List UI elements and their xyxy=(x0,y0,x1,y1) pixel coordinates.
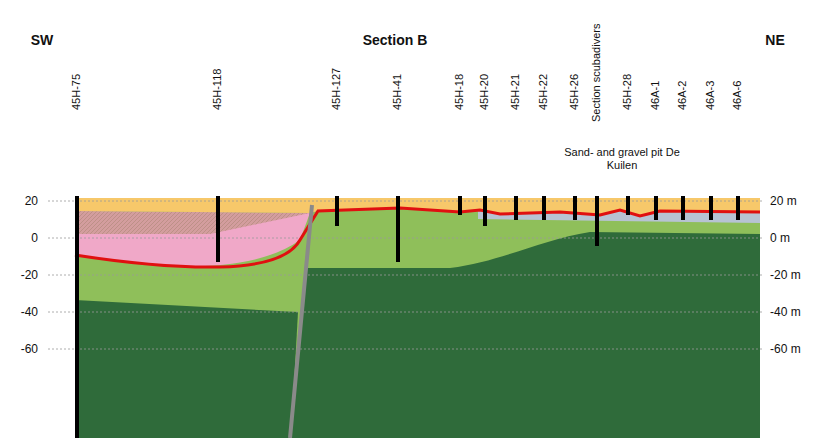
light-green-unit xyxy=(75,205,760,438)
site-note: Sand- and gravel pit De Kuilen xyxy=(562,146,682,172)
borehole-label: 45H-22 xyxy=(537,74,550,110)
borehole-label: 45H-75 xyxy=(70,74,83,110)
axis-value: -60 m xyxy=(770,342,801,356)
borehole-label: 45H-20 xyxy=(478,74,491,110)
borehole-label: 46A-1 xyxy=(649,81,662,110)
axis-value: 0 xyxy=(31,231,38,245)
section-title: Section B xyxy=(363,32,428,49)
borehole-label: 46A-6 xyxy=(731,81,744,110)
axis-value: -40 xyxy=(21,305,38,319)
axis-value: -20 m xyxy=(770,268,801,282)
borehole-label: 45H-18 xyxy=(453,74,466,110)
borehole-label: 45H-28 xyxy=(621,74,634,110)
borehole-label: 45H-127 xyxy=(330,68,343,110)
axis-value: 20 m xyxy=(770,194,797,208)
axis-value: -60 xyxy=(21,342,38,356)
boreholes xyxy=(77,196,738,438)
dark-green-unit xyxy=(291,232,760,438)
borehole-label: Section scubadivers xyxy=(590,24,603,122)
brown-unit xyxy=(75,211,310,234)
axis-value: 20 xyxy=(25,194,38,208)
borehole-label: 45H-21 xyxy=(509,74,522,110)
fault-line xyxy=(290,205,312,438)
brown-hatch xyxy=(75,211,310,234)
borehole-label: 45H-26 xyxy=(568,74,581,110)
direction-label: SW xyxy=(31,32,54,49)
axis-value: -20 xyxy=(21,268,38,282)
borehole-label: 46A-3 xyxy=(704,81,717,110)
borehole-label: 46A-2 xyxy=(676,81,689,110)
axis-value: -40 m xyxy=(770,305,801,319)
direction-label: NE xyxy=(765,32,784,49)
borehole-label: 45H-41 xyxy=(391,74,404,110)
dark-green-unit xyxy=(75,300,298,438)
axis-value: 0 m xyxy=(770,231,790,245)
grid-lines xyxy=(48,201,764,349)
borehole-label: 45H-118 xyxy=(211,69,224,110)
